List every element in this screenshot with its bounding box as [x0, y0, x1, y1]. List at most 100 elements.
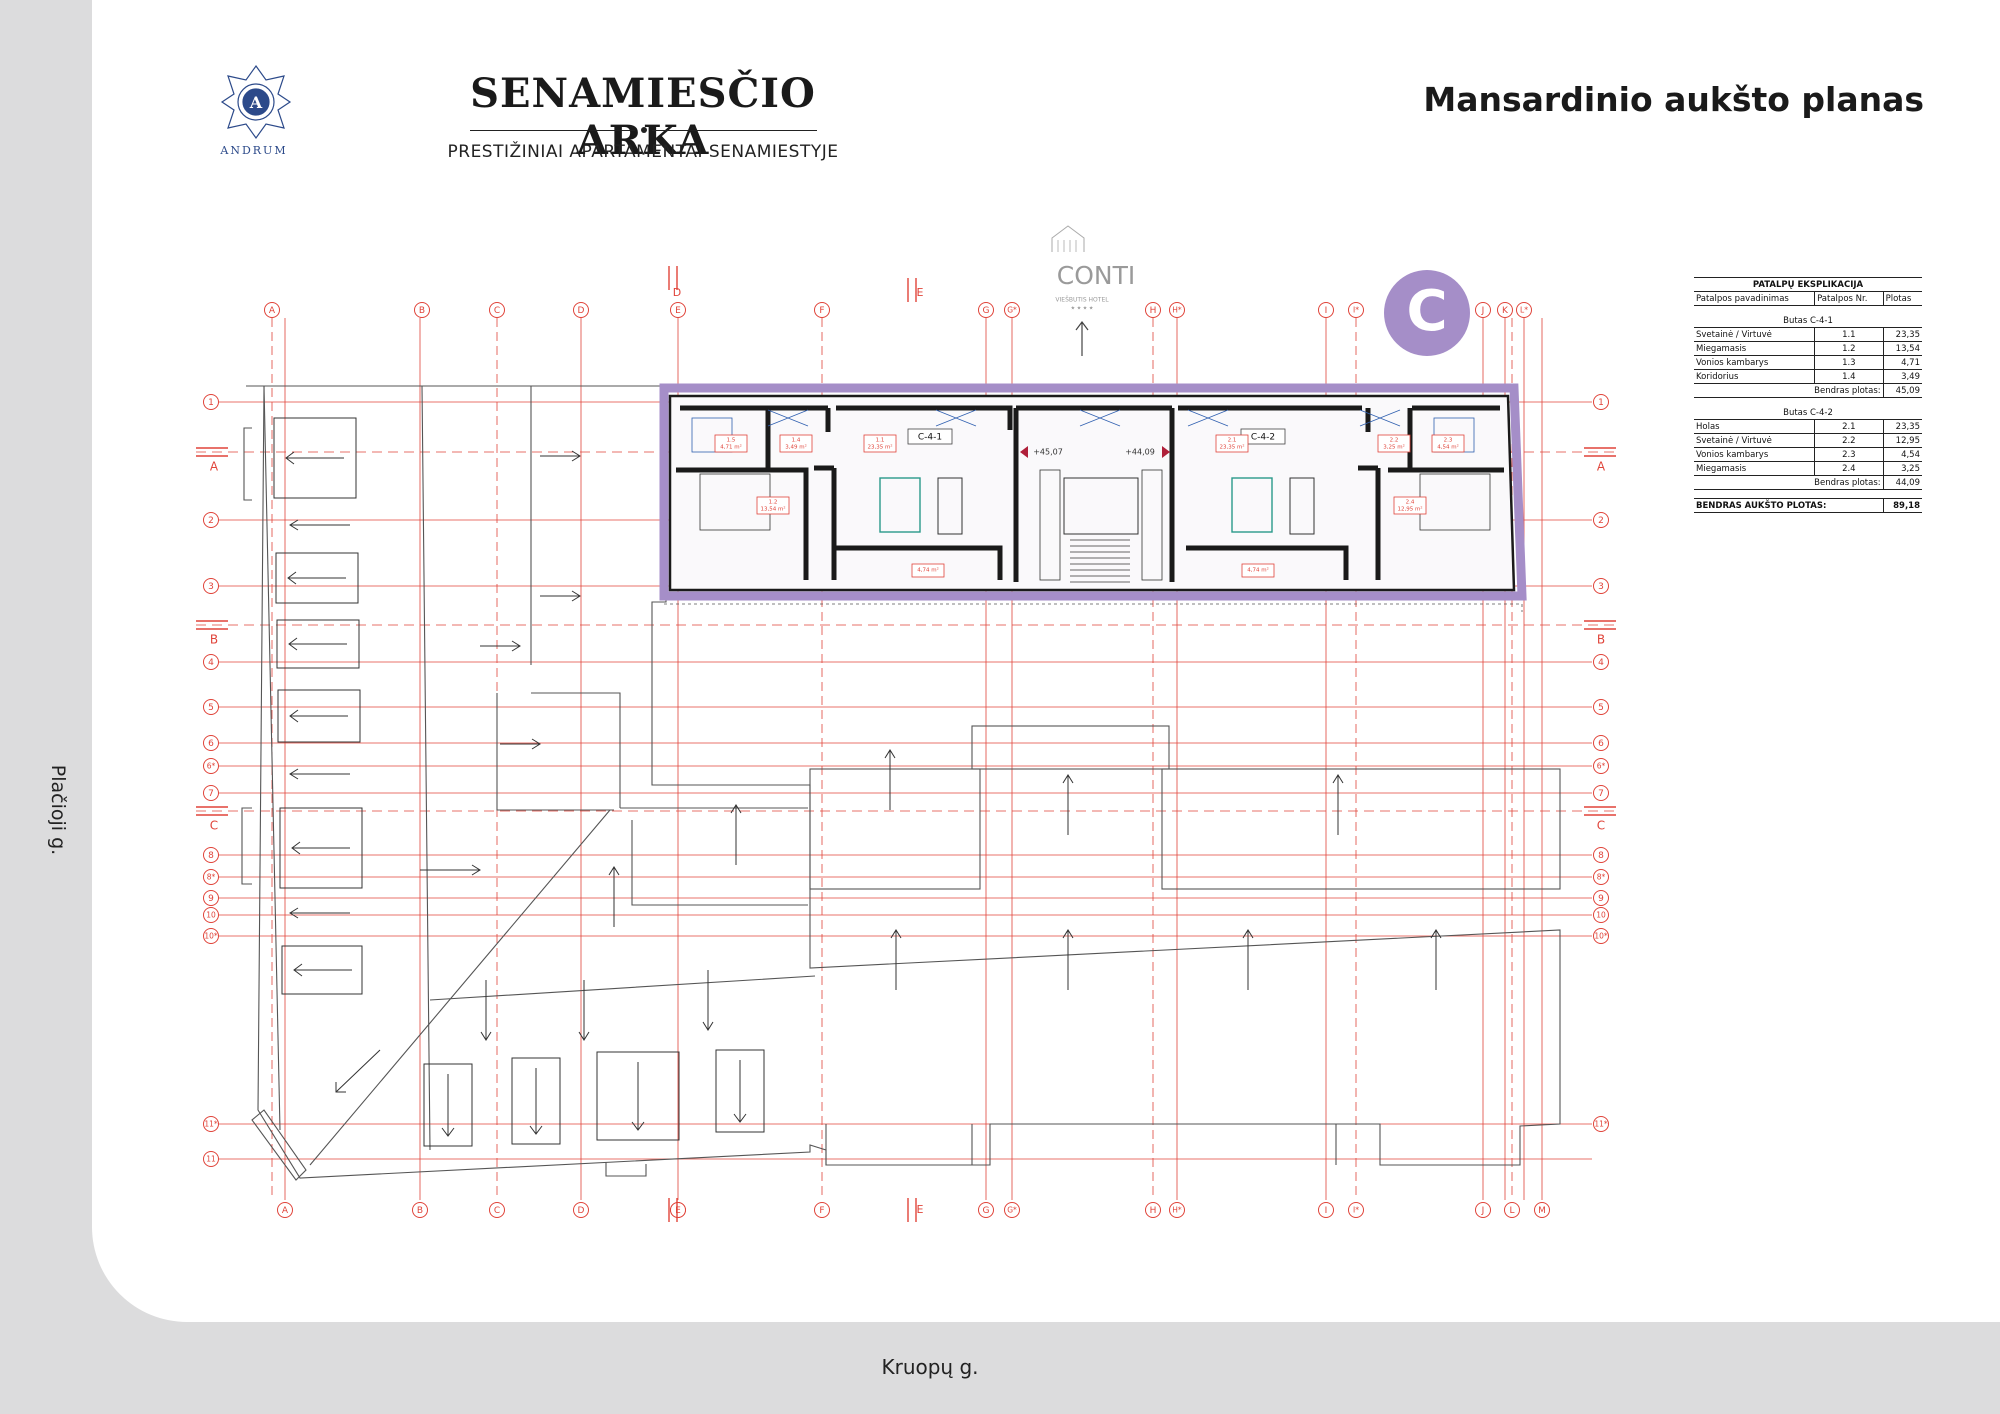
axis-left-bubble	[203, 699, 219, 715]
explication-floor-total: BENDRAS AUKŠTO PLOTAS:89,18	[1694, 498, 1922, 513]
room-tag-area: 4,71 m²	[720, 444, 742, 451]
axis-top-bubble-label: F	[819, 306, 824, 316]
explication-title: PATALPŲ EKSPLIKACIJA	[1694, 277, 1922, 292]
axis-left-bubble	[203, 785, 219, 801]
axis-left-bubble-label: 7	[208, 789, 214, 799]
room-tag-number: 2.4	[1406, 500, 1415, 506]
axis-left-bubble	[203, 847, 219, 863]
room-tag	[779, 434, 813, 453]
axis-top-bubble	[670, 302, 686, 318]
outline-corner	[251, 1109, 307, 1181]
brand-rule-dot	[641, 127, 647, 133]
axis-right-bubble-label: 7	[1598, 789, 1604, 799]
skylight-icon	[767, 409, 809, 427]
axis-top-bubble-label: I	[1325, 306, 1328, 316]
traffic-arrow-icon	[289, 907, 350, 919]
axis-top-bubble-label: D	[578, 306, 585, 316]
axis-right-bubble	[1593, 907, 1609, 923]
traffic-arrow-icon	[702, 970, 714, 1031]
section-label-d: D	[673, 286, 681, 299]
axis-left-bubble	[203, 654, 219, 670]
elevation-mark-left	[1020, 446, 1028, 458]
axis-top-bubble-label: E	[675, 306, 681, 316]
apartment-label-box	[907, 428, 953, 445]
outline-room-3	[1161, 768, 1561, 890]
axis-right-bubble-label: 3	[1598, 582, 1604, 592]
axis-bottom-bubble-label: E	[675, 1206, 681, 1216]
section-mark-vertical	[668, 266, 678, 290]
axis-right-bubble	[1593, 578, 1609, 594]
axis-top-bubble-label: C	[494, 306, 500, 316]
room-tag-area: 3,49 m²	[785, 444, 807, 451]
axis-top-bubble	[1004, 302, 1020, 318]
axis-right-bubble	[1593, 735, 1609, 751]
traffic-arrow-icon	[1332, 774, 1344, 835]
street-label-bottom: Kruopų g.	[881, 1355, 979, 1379]
axis-bottom-bubble-label: G*	[1007, 1206, 1017, 1215]
axis-left-bubble-label: 8*	[207, 873, 216, 882]
arrow-down-icon	[631, 1062, 645, 1131]
explication-total: Bendras plotas:44,09	[1694, 475, 1922, 490]
section-label-left: B	[210, 633, 218, 647]
axis-bottom-bubble	[1348, 1202, 1364, 1218]
traffic-arrow-icon	[500, 738, 541, 750]
section-label-left: A	[210, 460, 219, 474]
axis-right-bubble-label: 6	[1598, 739, 1604, 749]
axis-top-bubble	[1475, 302, 1491, 318]
axis-right-bubble	[1593, 928, 1609, 944]
axis-left-bubble-label: 8	[208, 851, 214, 861]
section-mark-right	[1584, 620, 1616, 630]
room-tag-extra	[911, 563, 945, 578]
axis-top-bubble	[573, 302, 589, 318]
stair-flight-left	[1039, 469, 1061, 581]
building-outline	[241, 385, 1561, 1181]
axis-top-bubble	[1169, 302, 1185, 318]
mansard-wall	[1013, 408, 1175, 582]
traffic-arrow-icon	[289, 519, 350, 531]
axis-right-bubble-label: 11*	[1594, 1120, 1608, 1129]
section-mark-vertical	[907, 1198, 917, 1222]
axis-right-bubble-label: 8	[1598, 851, 1604, 861]
axis-right-bubble	[1593, 890, 1609, 906]
axis-left-bubble	[203, 735, 219, 751]
axis-bottom-bubble-label: C	[494, 1206, 500, 1216]
axis-top-bubble	[264, 302, 280, 318]
room-tag-extra	[1241, 563, 1275, 578]
parking-space-left	[279, 807, 363, 889]
conti-name: CONTI	[1057, 261, 1135, 290]
axis-left-bubble-label: 10*	[204, 932, 218, 941]
axis-top-bubble	[1348, 302, 1364, 318]
sofa-icon	[1289, 477, 1315, 535]
outline-walls	[421, 385, 621, 1151]
axis-top-bubble	[814, 302, 830, 318]
axis-right-bubble-label: 10	[1596, 911, 1606, 920]
axis-right-bubble	[1593, 512, 1609, 528]
mansard-wall	[836, 545, 1003, 580]
room-tag	[756, 496, 790, 515]
traffic-arrow-icon	[289, 768, 350, 780]
axis-right-bubble	[1593, 758, 1609, 774]
parking-space-bottom	[423, 1063, 473, 1147]
traffic-arrow-icon	[608, 866, 620, 927]
axis-bottom-bubble-label: F	[819, 1206, 824, 1216]
room-tag	[1393, 496, 1427, 515]
axis-bottom-bubble	[1475, 1202, 1491, 1218]
dining-table-icon	[1231, 477, 1273, 533]
parking-space-left	[276, 619, 360, 669]
axis-right-bubble	[1593, 654, 1609, 670]
room-tag-area: 23,35 m²	[867, 444, 892, 451]
brand-tagline: PRESTIŽINIAI APARTAMENTAI SENAMIESTYJE	[447, 142, 839, 162]
conti-windows	[1057, 240, 1077, 252]
traffic-arrow-icon	[540, 450, 581, 462]
axis-top-bubble	[489, 302, 505, 318]
axis-left-bubble-label: 1	[208, 398, 214, 408]
outline-main	[246, 385, 1561, 1179]
skylight-icon	[1079, 409, 1121, 427]
axis-top-bubble-label: I*	[1353, 306, 1359, 315]
